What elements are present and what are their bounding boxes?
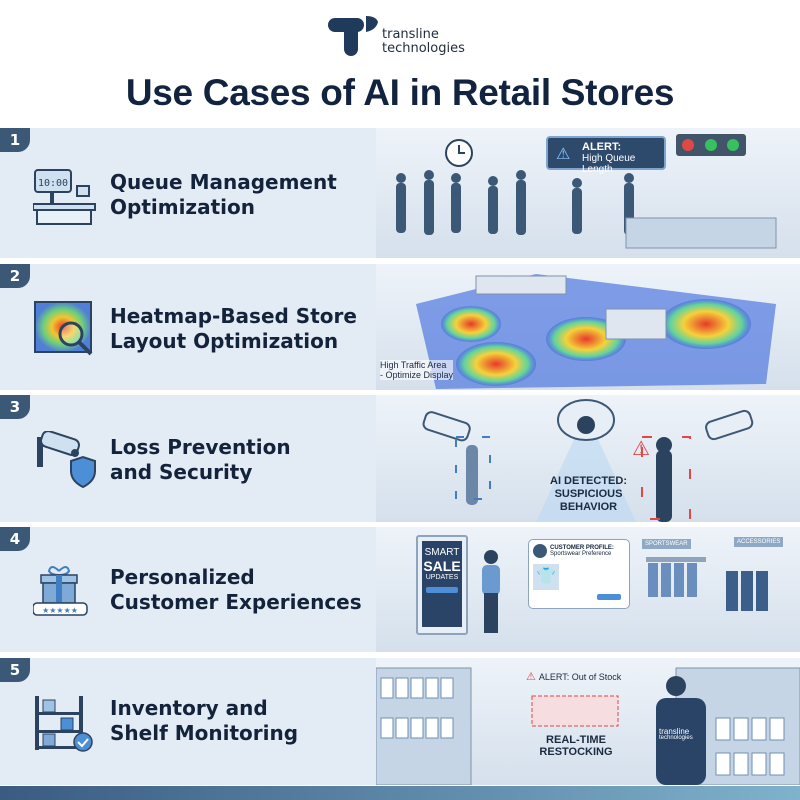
title-line: Queue Management bbox=[110, 170, 337, 194]
annotation-line: - Optimize Display bbox=[380, 370, 454, 380]
heatmap-scene-illustration: High Traffic Area - Optimize Display bbox=[376, 264, 800, 390]
icon-clock-text: 10:00 bbox=[38, 178, 68, 189]
tshirt-icon: 👕 bbox=[533, 564, 559, 590]
customer-profile-card: CUSTOMER PROFILE: Sportswear Preference … bbox=[528, 539, 630, 609]
title-line: Heatmap-Based Store bbox=[110, 304, 357, 328]
brand-logo: transline technologies bbox=[328, 14, 465, 58]
gift-rating-icon: ★★★★★ bbox=[33, 566, 88, 616]
use-case-personalized: 4 ★★★★★ Personalized Customer Experience… bbox=[0, 527, 800, 652]
alert-text: ALERT: Out of Stock bbox=[538, 672, 622, 682]
use-case-title: Loss Prevention and Security bbox=[110, 435, 291, 485]
annotation-line: High Traffic Area bbox=[380, 360, 447, 370]
shopper-illustration bbox=[482, 550, 768, 633]
detection-line: AI DETECTED: bbox=[550, 475, 627, 487]
sign-line: SMART bbox=[424, 547, 460, 558]
warning-icon: ⚠ bbox=[526, 671, 539, 683]
use-case-loss-prevention: 3 Loss Prevention and Security ⚠ AI DETE… bbox=[0, 395, 800, 522]
uniform-logo: transline technologies bbox=[659, 728, 693, 742]
security-camera-shield-icon bbox=[37, 431, 96, 489]
detection-line: SUSPICIOUS bbox=[554, 488, 623, 500]
page-title: Use Cases of AI in Retail Stores bbox=[125, 72, 675, 113]
queue-illustration bbox=[396, 134, 777, 249]
use-case-title: Inventory and Shelf Monitoring bbox=[110, 696, 298, 746]
ai-detection-label: AI DETECTED: SUSPICIOUS BEHAVIOR bbox=[541, 475, 636, 514]
view-button[interactable] bbox=[597, 594, 621, 600]
use-case-title: Heatmap-Based Store Layout Optimization bbox=[110, 304, 357, 354]
use-case-inventory: 5 Inventory and Shelf Monitoring ⚠ AL bbox=[0, 658, 800, 785]
footer-band bbox=[0, 786, 800, 800]
title-line: Shelf Monitoring bbox=[110, 721, 299, 745]
title-line: Loss Prevention bbox=[110, 435, 291, 459]
uniform-line: technologies bbox=[659, 735, 693, 741]
security-cameras-illustration: ⚠ bbox=[422, 399, 754, 522]
shelf-check-icon bbox=[35, 696, 93, 752]
alert-text: High Queue Length bbox=[582, 153, 636, 175]
title-line: Layout Optimization bbox=[110, 329, 339, 353]
restock-line: REAL-TIME bbox=[546, 734, 606, 746]
queue-scene-illustration: ⚠ ALERT: High Queue Length bbox=[376, 128, 800, 258]
logo-mark-icon bbox=[328, 16, 378, 56]
use-case-queue-management: 1 10:00 Queue Management Optimization bbox=[0, 128, 800, 258]
accessories-tag: ACCESSORIES bbox=[734, 537, 784, 547]
title-line: and Security bbox=[110, 460, 253, 484]
high-traffic-annotation: High Traffic Area - Optimize Display bbox=[380, 360, 454, 380]
shelves-illustration bbox=[376, 667, 800, 785]
heatmap-magnifier-icon bbox=[34, 301, 93, 356]
sportswear-tag: SPORTSWEAR bbox=[642, 539, 691, 549]
title-line: Optimization bbox=[110, 195, 255, 219]
sign-line: UPDATES bbox=[425, 574, 459, 581]
profile-title: CUSTOMER PROFILE: bbox=[550, 545, 614, 551]
sign-line: SALE bbox=[423, 558, 461, 574]
checkout-counter-clock-icon: 10:00 bbox=[33, 169, 96, 225]
number-badge: 5 bbox=[0, 658, 30, 682]
title-line: Inventory and bbox=[110, 696, 268, 720]
smart-sale-sign: SMART SALE UPDATES bbox=[416, 535, 468, 635]
number-badge: 2 bbox=[0, 264, 30, 288]
restocking-label: REAL-TIME RESTOCKING bbox=[536, 734, 616, 758]
title-line: Personalized bbox=[110, 565, 255, 589]
user-avatar-icon bbox=[533, 544, 547, 558]
store-heatmap-illustration bbox=[416, 274, 776, 389]
warning-icon: ⚠ bbox=[556, 146, 571, 163]
alert-label: ALERT: bbox=[582, 141, 622, 153]
detection-line: BEHAVIOR bbox=[559, 501, 618, 513]
number-badge: 3 bbox=[0, 395, 30, 419]
uniform-line: transline bbox=[659, 727, 690, 736]
warning-icon: ⚠ bbox=[632, 436, 650, 460]
use-case-title: Personalized Customer Experiences bbox=[110, 565, 362, 615]
out-of-stock-alert: ⚠ ALERT: Out of Stock bbox=[526, 670, 621, 683]
use-case-title: Queue Management Optimization bbox=[110, 170, 337, 220]
brand-name-line2: technologies bbox=[382, 41, 465, 56]
security-scene-illustration: ⚠ AI DETECTED: SUSPICIOUS BEHAVIOR bbox=[376, 395, 800, 522]
svg-text:★★★★★: ★★★★★ bbox=[42, 606, 78, 615]
restock-line: RESTOCKING bbox=[539, 746, 613, 758]
personalization-scene-illustration: SMART SALE UPDATES CUSTOMER PROFILE: Spo… bbox=[376, 527, 800, 652]
profile-text: Sportswear Preference bbox=[550, 551, 612, 557]
queue-alert-callout: ⚠ ALERT: High Queue Length bbox=[546, 136, 666, 175]
number-badge: 1 bbox=[0, 128, 30, 152]
inventory-scene-illustration: ⚠ ALERT: Out of Stock REAL-TIME RESTOCKI… bbox=[376, 658, 800, 785]
title-line: Customer Experiences bbox=[110, 590, 362, 614]
use-case-heatmap: 2 Heatmap-Based Store Layout Optimizatio… bbox=[0, 264, 800, 390]
brand-name-line1: transline bbox=[382, 27, 439, 42]
number-badge: 4 bbox=[0, 527, 30, 551]
